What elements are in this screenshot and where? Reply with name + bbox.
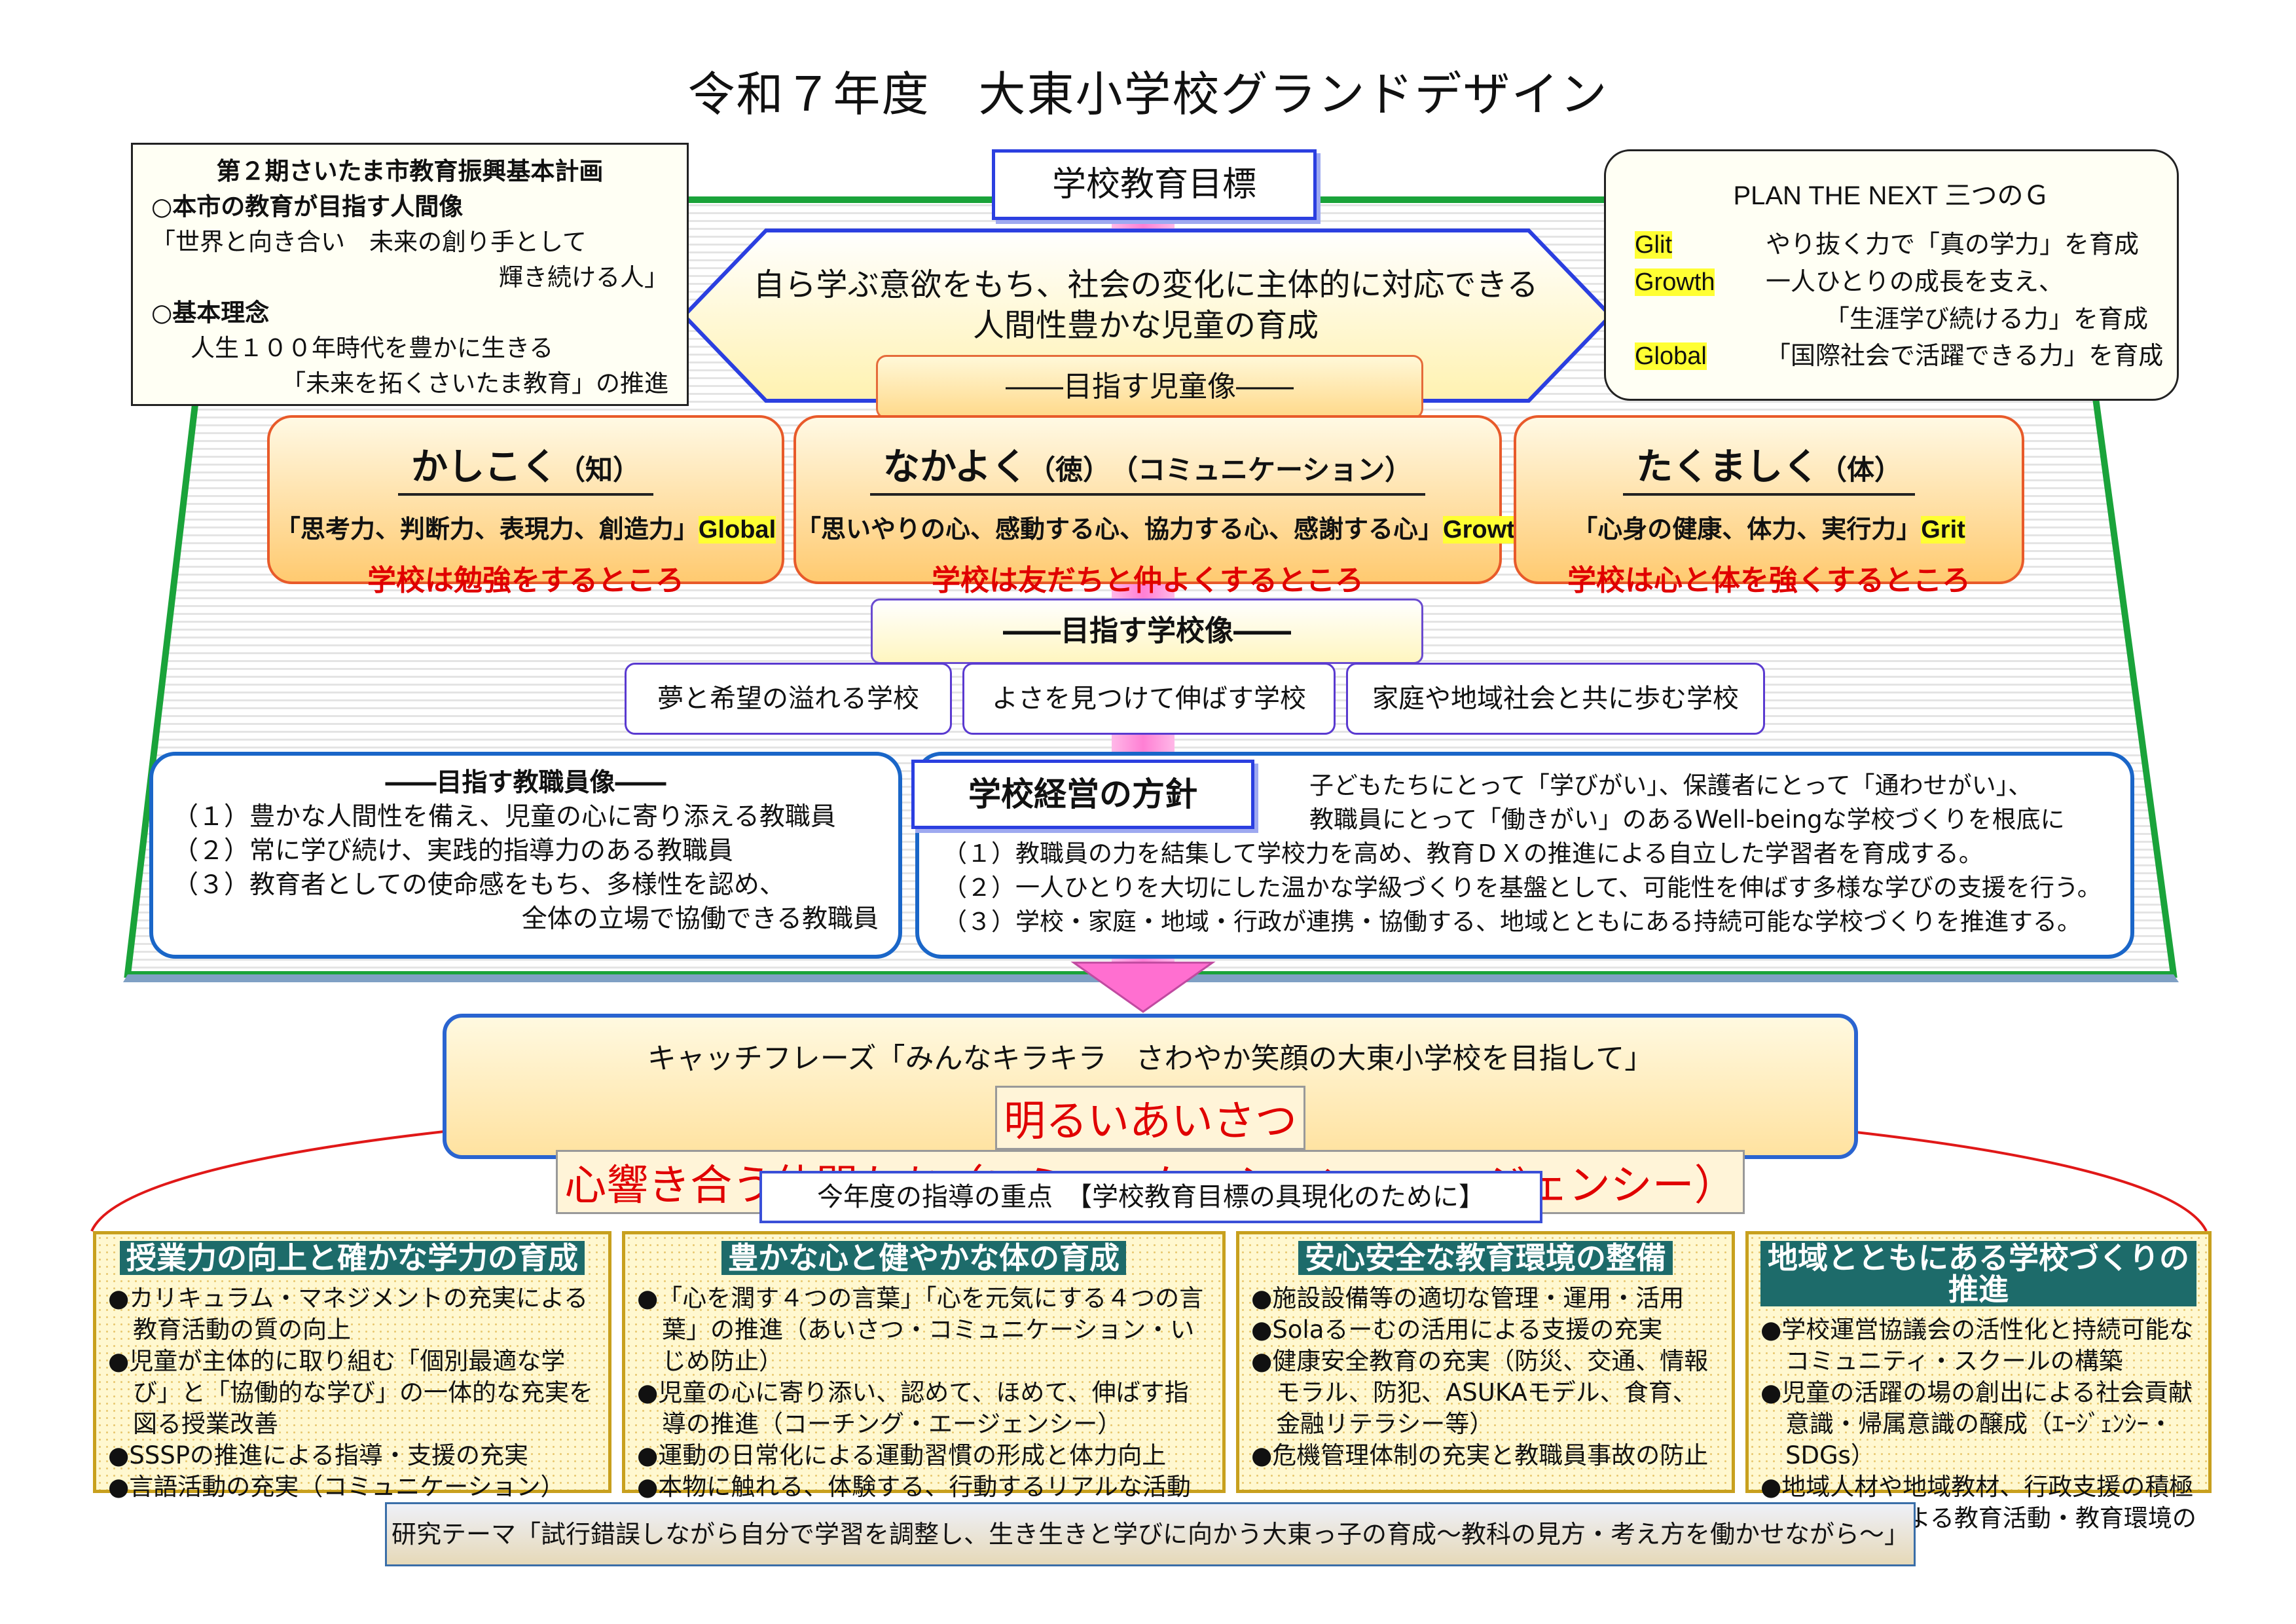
three-g-row-2: Growth 一人ひとりの成長を支え、 — [1635, 263, 2148, 301]
catchphrase-greeting: 明るいあいさつ — [995, 1086, 1305, 1150]
focus-column-item: ●危機管理体制の充実と教職員事故の防止 — [1251, 1441, 1709, 1469]
city-plan-ideal-heading: ○本市の教育が目指す人間像 — [151, 193, 464, 221]
staff-image-item-3b: 全体の立場で協働できる教職員 — [521, 904, 879, 934]
staff-image-item-1: （１）豊かな人間性を備え、児童の心に寄り添える教職員 — [173, 802, 836, 832]
child-card-motto: 学校は心と体を強くするところ — [1567, 564, 1971, 597]
focus-column-academic: 授業力の向上と確かな学力の育成 ●カリキュラム・マネジメントの充実による教育活動… — [93, 1231, 611, 1501]
focus-column-title: 豊かな心と健やかな体の育成 — [637, 1241, 1211, 1276]
focus-column-item: ●Solaるーむの活用による支援の充実 — [1251, 1316, 1663, 1344]
school-goal-line1: 自ら学ぶ意欲をもち、社会の変化に主体的に対応できる — [753, 267, 1539, 303]
child-card-friendly: なかよく（徳） （コミュニケーション） 「思いやりの心、感動する心、協力する心、… — [793, 415, 1530, 597]
school-image-item-1: 夢と希望の溢れる学校 — [625, 663, 952, 735]
city-plan-title: 第２期さいたま市教育振興基本計画 — [216, 157, 604, 185]
focus-column-item: ●カリキュラム・マネジメントの充実による教育活動の質の向上 — [108, 1284, 589, 1344]
research-theme: 研究テーマ「試行錯誤しながら自分で学習を調整し、生き生きと学びに向かう大東っ子の… — [385, 1502, 1916, 1566]
city-plan-principle-line2: 「未来を拓くさいたま教育」の推進 — [282, 369, 668, 397]
focus-column-title: 安心安全な教育環境の整備 — [1251, 1241, 1720, 1276]
focus-column-item: ●「心を潤す４つの言葉」「心を元気にする４つの言葉」の推進（あいさつ・コミュニケ… — [637, 1284, 1204, 1375]
three-g-text-1: やり抜く力で「真の学力」を育成 — [1766, 230, 2140, 259]
child-image-header: ――目指す児童像―― — [876, 355, 1423, 419]
child-card-title: なかよく（徳） （コミュニケーション） — [869, 437, 1426, 496]
three-g-key-3: Global — [1635, 342, 1707, 370]
three-g-box: PLAN THE NEXT 三つのＧ Glit やり抜く力で「真の学力」を育成 G… — [1604, 149, 2179, 401]
city-plan-ideal-line2: 輝き続ける人」 — [499, 263, 668, 291]
child-card-wise: かしこく（知） 「思考力、判断力、表現力、創造力」Global 学校は勉強をする… — [267, 415, 784, 597]
three-g-title: PLAN THE NEXT 三つのＧ — [1733, 181, 2050, 210]
staff-image-box: ――目指す教職員像―― （１）豊かな人間性を備え、児童の心に寄り添える教職員 （… — [149, 752, 902, 959]
child-card-qualities: 「思いやりの心、感動する心、協力する心、感謝する心」Growth — [796, 515, 1530, 544]
three-g-row-1: Glit やり抜く力で「真の学力」を育成 — [1635, 226, 2148, 263]
three-g-text-2: 一人ひとりの成長を支え、 — [1766, 267, 2064, 296]
three-g-key-1: Glit — [1635, 231, 1672, 259]
city-plan-box: 第２期さいたま市教育振興基本計画 ○本市の教育が目指す人間像 「世界と向き合い … — [131, 143, 689, 406]
child-card-strong: たくましく（体） 「心身の健康、体力、実行力」Grit 学校は心と体を強くすると… — [1514, 415, 2024, 597]
focus-column-heart-body: 豊かな心と健やかな体の育成 ●「心を潤す４つの言葉」「心を元気にする４つの言葉」… — [622, 1231, 1226, 1532]
policy-item-1: （１）教職員の力を結集して学校力を高め、教育ＤＸの推進による自立した学習者を育成… — [943, 840, 1983, 868]
city-plan-principle-line1: 人生１００年時代を豊かに生きる — [191, 334, 554, 362]
policy-intro-1: 子どもたちにとって「学びがい」、保護者にとって「通わせがい」、 — [1309, 771, 2033, 800]
focus-column-item: ●児童の活躍の場の創出による社会貢献意識・帰属意識の醸成（ｴｰｼﾞｪﾝｼｰ・SD… — [1760, 1378, 2193, 1469]
focus-column-item: ●学校運営協議会の活性化と持続可能なコミュニティ・スクールの構築 — [1760, 1316, 2194, 1375]
school-image-item-3: 家庭や地域社会と共に歩む学校 — [1346, 663, 1765, 735]
page-title: 令和７年度 大東小学校グランドデザイン — [687, 67, 1609, 122]
three-g-row-2b: 「生涯学び続ける力」を育成 — [1825, 304, 2149, 333]
child-card-motto: 学校は勉強をするところ — [367, 564, 684, 597]
child-card-qualities: 「心身の健康、体力、実行力」Grit — [1573, 515, 1965, 544]
catchphrase-line: キャッチフレーズ「みんなキラキラ さわやか笑顔の大東小学校を目指して」 — [647, 1042, 1654, 1075]
down-arrow — [1070, 961, 1216, 1013]
focus-column-safety: 安心安全な教育環境の整備 ●施設設備等の適切な管理・運用・活用 ●Solaるーむ… — [1236, 1231, 1735, 1493]
city-plan-ideal-line1: 「世界と向き合い 未来の創り手として — [151, 228, 587, 256]
school-image-item-2: よさを見つけて伸ばす学校 — [962, 663, 1336, 735]
three-g-text-3: 「国際社会で活躍できる力」を育成 — [1766, 341, 2164, 370]
child-card-motto: 学校は友だちと仲よくするところ — [932, 564, 1364, 597]
three-g-key-2: Growth — [1635, 268, 1715, 296]
focus-column-item: ●言語活動の充実（コミュニケーション） — [108, 1473, 565, 1501]
staff-image-item-2: （２）常に学び続け、実践的指導力のある教職員 — [173, 836, 734, 866]
city-plan-principle-heading: ○基本理念 — [151, 299, 270, 327]
school-goal-text: 自ら学ぶ意欲をもち、社会の変化に主体的に対応できる 人間性豊かな児童の育成 — [681, 231, 1611, 401]
policy-box: 子どもたちにとって「学びがい」、保護者にとって「通わせがい」、 教職員にとって「… — [915, 752, 2134, 959]
focus-column-item: ●運動の日常化による運動習慣の形成と体力向上 — [637, 1441, 1167, 1469]
school-image-header: ――目指す学校像―― — [871, 599, 1423, 664]
child-card-title: かしこく（知） — [397, 437, 653, 496]
focus-column-title: 授業力の向上と確かな学力の育成 — [108, 1241, 596, 1276]
child-card-qualities: 「思考力、判断力、表現力、創造力」Global — [275, 515, 776, 544]
staff-image-header: ――目指す教職員像―― — [385, 768, 666, 798]
child-card-title: たくましく（体） — [1622, 437, 1915, 496]
focus-column-item: ●SSSPの推進による指導・支援の充実 — [108, 1441, 528, 1469]
staff-image-item-3: （３）教育者としての使命感をもち、多様性を認め、 — [173, 870, 785, 900]
school-goal-line2: 人間性豊かな児童の育成 — [972, 307, 1319, 344]
catchphrase-box: キャッチフレーズ「みんなキラキラ さわやか笑顔の大東小学校を目指して」 明るいあ… — [443, 1014, 1858, 1214]
school-goal-header: 学校教育目標 — [992, 149, 1317, 220]
focus-column-title: 地域とともにある学校づくりの推進 — [1760, 1241, 2196, 1308]
policy-item-2: （２）一人ひとりを大切にした温かな学級づくりを基盤として、可能性を伸ばす多様な学… — [943, 874, 2102, 902]
policy-header: 学校経営の方針 — [911, 760, 1254, 829]
policy-item-3: （３）学校・家庭・地域・行政が連携・協働する、地域とともにある持続可能な学校づく… — [943, 908, 2081, 936]
focus-column-item: ●施設設備等の適切な管理・運用・活用 — [1251, 1284, 1685, 1312]
focus-column-item: ●児童が主体的に取り組む「個別最適な学び」と「協働的な学び」の一体的な充実を図る… — [108, 1347, 593, 1438]
policy-intro-2: 教職員にとって「働きがい」のあるWell-beingな学校づくりを根底に — [1309, 805, 2065, 834]
focus-column-item: ●児童の心に寄り添い、認めて、ほめて、伸ばす指導の推進（コーチング・エージェンシ… — [637, 1378, 1189, 1438]
focus-column-community: 地域とともにある学校づくりの推進 ●学校運営協議会の活性化と持続可能なコミュニテ… — [1745, 1231, 2212, 1564]
focus-header: 今年度の指導の重点 【学校教育目標の具現化のために】 — [759, 1171, 1542, 1223]
three-g-row-3: Global 「国際社会で活躍できる力」を育成 — [1635, 337, 2163, 375]
focus-column-item: ●健康安全教育の充実（防災、交通、情報モラル、防犯、ASUKAモデル、食育、金融… — [1251, 1347, 1709, 1438]
